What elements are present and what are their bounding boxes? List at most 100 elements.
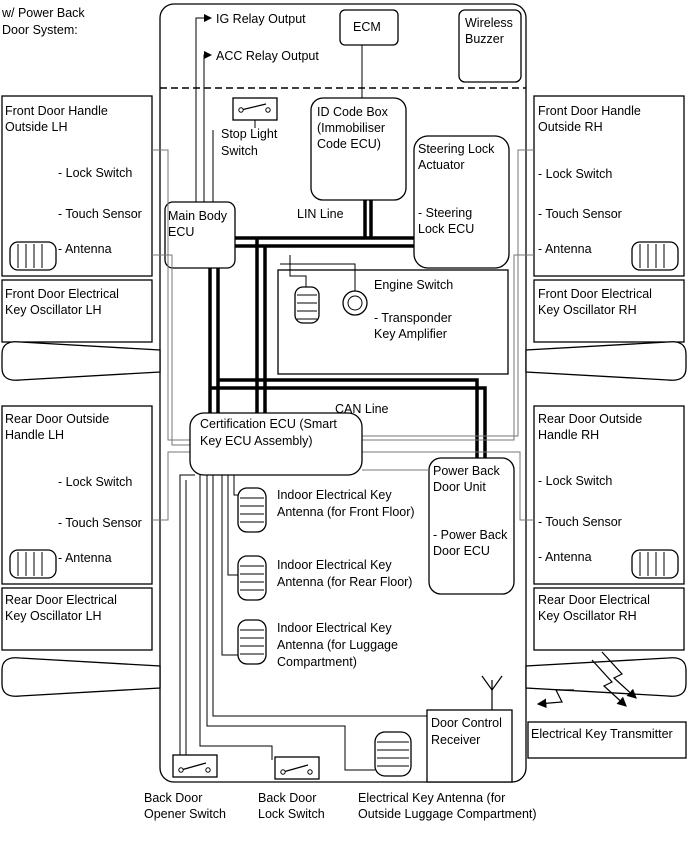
svg-text:Buzzer: Buzzer — [465, 32, 504, 46]
svg-text:Stop Light: Stop Light — [221, 127, 278, 141]
svg-text:Engine Switch: Engine Switch — [374, 278, 453, 292]
back-door-lock-label-2: Lock Switch — [258, 807, 325, 821]
svg-text:Front Door Handle: Front Door Handle — [5, 104, 108, 118]
svg-text:- Antenna: - Antenna — [538, 550, 592, 564]
indoor-key-antenna-luggage: Indoor Electrical Key Antenna (for Lugga… — [237, 619, 398, 669]
rear-door-oscillator-lh: Rear Door Electrical Key Oscillator LH — [1, 587, 153, 651]
svg-text:- Lock Switch: - Lock Switch — [538, 474, 612, 488]
svg-text:w/ Power Back: w/ Power Back — [1, 6, 85, 20]
svg-text:Main Body: Main Body — [168, 209, 228, 223]
svg-text:Antenna (for Rear Floor): Antenna (for Rear Floor) — [277, 575, 412, 589]
back-door-opener-label-2: Opener Switch — [144, 807, 226, 821]
outside-luggage-antenna-icon — [374, 731, 412, 777]
svg-text:Power Back: Power Back — [433, 464, 500, 478]
outside-luggage-antenna-label-2: Outside Luggage Compartment) — [358, 807, 537, 821]
wiring-lines — [152, 149, 534, 521]
svg-text:Rear Door Electrical: Rear Door Electrical — [5, 593, 117, 607]
ig-relay-output: IG Relay Output — [195, 12, 306, 250]
svg-text:- Antenna: - Antenna — [58, 551, 112, 565]
back-door-opener-label-1: Back Door — [144, 791, 202, 805]
svg-text:- Antenna: - Antenna — [58, 242, 112, 256]
svg-text:IG Relay Output: IG Relay Output — [216, 12, 306, 26]
front-door-handle-shape-rh — [525, 341, 687, 381]
svg-text:- Touch Sensor: - Touch Sensor — [538, 515, 622, 529]
engine-switch-box: Engine Switch - Transponder Key Amplifie… — [277, 255, 509, 375]
front-door-oscillator-rh: Front Door Electrical Key Oscillator RH — [533, 279, 685, 343]
transponder-coil-icon — [294, 286, 320, 324]
svg-text:Key ECU Assembly): Key ECU Assembly) — [200, 434, 313, 448]
svg-text:- Steering: - Steering — [418, 206, 472, 220]
svg-text:Front Door Handle: Front Door Handle — [538, 104, 641, 118]
svg-text:Lock ECU: Lock ECU — [418, 222, 474, 236]
electrical-key-transmitter-box: Electrical Key Transmitter — [527, 721, 687, 759]
svg-text:- Lock Switch: - Lock Switch — [58, 475, 132, 489]
svg-text:ECU: ECU — [168, 225, 194, 239]
front-door-oscillator-lh: Front Door Electrical Key Oscillator LH — [1, 279, 153, 343]
svg-text:- Power Back: - Power Back — [433, 528, 508, 542]
svg-text:Rear Door Outside: Rear Door Outside — [5, 412, 109, 426]
svg-text:Front Door Electrical: Front Door Electrical — [538, 287, 652, 301]
rear-door-handle-shape-lh — [1, 657, 161, 697]
certification-ecu-box: Certification ECU (Smart Key ECU Assembl… — [189, 412, 363, 476]
svg-text:Key Oscillator RH: Key Oscillator RH — [538, 609, 637, 623]
front-rh-antenna-coil-icon — [631, 241, 679, 271]
svg-text:Rear Door Electrical: Rear Door Electrical — [538, 593, 650, 607]
svg-text:Switch: Switch — [221, 144, 258, 158]
svg-text:Key Oscillator LH: Key Oscillator LH — [5, 609, 102, 623]
svg-text:Door Unit: Door Unit — [433, 480, 486, 494]
svg-text:Actuator: Actuator — [418, 158, 465, 172]
back-door-lock-label-1: Back Door — [258, 791, 316, 805]
svg-text:Handle LH: Handle LH — [5, 428, 64, 442]
ecm-box: ECM — [339, 9, 399, 100]
svg-text:Electrical Key Transmitter: Electrical Key Transmitter — [531, 727, 673, 741]
svg-text:Outside RH: Outside RH — [538, 120, 603, 134]
radio-signal-icon — [536, 651, 637, 709]
svg-text:Code ECU): Code ECU) — [317, 137, 381, 151]
back-door-opener-switch — [172, 754, 218, 778]
svg-text:Indoor Electrical Key: Indoor Electrical Key — [277, 558, 392, 572]
svg-text:Door System:: Door System: — [2, 23, 78, 37]
svg-text:Indoor Electrical Key: Indoor Electrical Key — [277, 488, 392, 502]
svg-text:Door ECU: Door ECU — [433, 544, 490, 558]
back-door-lock-switch — [274, 756, 320, 780]
steering-lock-actuator-box: Steering Lock Actuator - Steering Lock E… — [413, 135, 510, 269]
svg-text:Key Amplifier: Key Amplifier — [374, 327, 447, 341]
svg-text:Front Door Electrical: Front Door Electrical — [5, 287, 119, 301]
svg-text:Steering Lock: Steering Lock — [418, 142, 495, 156]
lin-line-label: LIN Line — [297, 207, 344, 221]
svg-text:(Immobiliser: (Immobiliser — [317, 121, 385, 135]
main-body-ecu-box: Main Body ECU — [164, 201, 236, 269]
svg-text:Handle RH: Handle RH — [538, 428, 599, 442]
svg-text:ECM: ECM — [353, 20, 381, 34]
power-back-door-unit-box: Power Back Door Unit - Power Back Door E… — [428, 457, 515, 595]
rear-rh-antenna-coil-icon — [631, 549, 679, 579]
svg-text:Door Control: Door Control — [431, 716, 502, 730]
svg-text:Rear Door Outside: Rear Door Outside — [538, 412, 642, 426]
indoor-key-antenna-front-floor: Indoor Electrical Key Antenna (for Front… — [237, 487, 415, 533]
svg-text:Wireless: Wireless — [465, 16, 513, 30]
front-door-handle-shape-lh — [1, 341, 161, 381]
svg-text:Certification ECU (Smart: Certification ECU (Smart — [200, 417, 337, 431]
id-code-box: ID Code Box (Immobiliser Code ECU) — [310, 97, 407, 201]
cert-ecu-downlines — [179, 469, 429, 771]
svg-text:- Lock Switch: - Lock Switch — [538, 167, 612, 181]
door-control-receiver-box: Door Control Receiver — [426, 675, 513, 783]
acc-relay-output: ACC Relay Output — [203, 49, 319, 250]
svg-text:- Touch Sensor: - Touch Sensor — [538, 207, 622, 221]
wireless-buzzer-box: Wireless Buzzer — [458, 9, 522, 83]
svg-text:ID Code Box: ID Code Box — [317, 105, 389, 119]
svg-text:ACC Relay Output: ACC Relay Output — [216, 49, 319, 63]
rear-lh-antenna-coil-icon — [9, 549, 57, 579]
svg-text:- Touch Sensor: - Touch Sensor — [58, 207, 142, 221]
stop-light-switch: Stop Light Switch — [212, 97, 278, 205]
svg-text:Indoor Electrical Key: Indoor Electrical Key — [277, 621, 392, 635]
rear-door-handle-shape-rh — [525, 657, 687, 697]
svg-text:Key Oscillator LH: Key Oscillator LH — [5, 303, 102, 317]
svg-text:- Antenna: - Antenna — [538, 242, 592, 256]
svg-text:Antenna (for Luggage: Antenna (for Luggage — [277, 638, 398, 652]
svg-text:- Touch Sensor: - Touch Sensor — [58, 516, 142, 530]
svg-text:Receiver: Receiver — [431, 733, 480, 747]
header-label: w/ Power Back Door System: — [1, 6, 85, 37]
svg-text:- Transponder: - Transponder — [374, 311, 452, 325]
